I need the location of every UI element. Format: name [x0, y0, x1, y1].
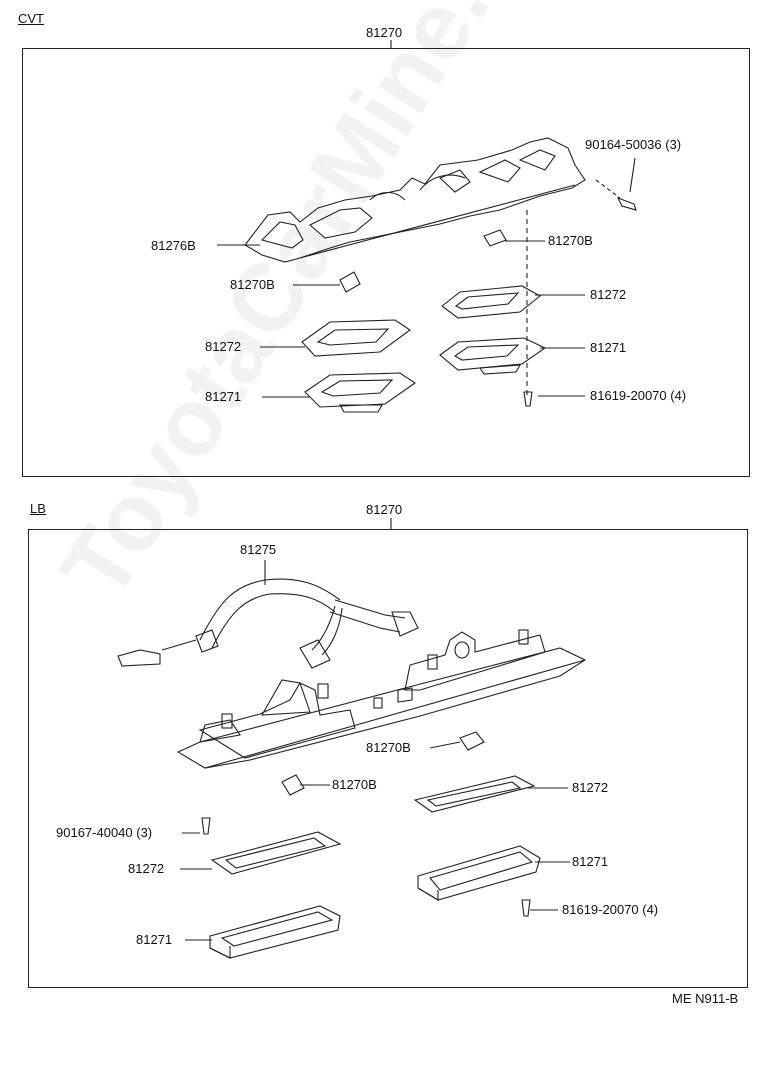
cvt-gasket-left — [301, 319, 411, 357]
lb-bulb-right — [459, 731, 485, 751]
lb-lens-left-label: 81271 — [136, 932, 173, 947]
cvt-gasket-right-label: 81272 — [590, 287, 627, 302]
cvt-bottom-screw — [523, 391, 533, 407]
cvt-gasket-left-label: 81272 — [205, 339, 242, 354]
lb-gasket-right-label: 81272 — [572, 780, 609, 795]
lb-lens-right-label: 81271 — [572, 854, 609, 869]
cvt-bulb-left — [339, 271, 361, 293]
cvt-lens-right — [439, 337, 547, 375]
lb-gasket-left — [210, 831, 342, 875]
lb-wire-harness — [117, 578, 419, 669]
cvt-section-title: CVT — [18, 11, 44, 26]
cvt-gasket-right — [441, 285, 541, 319]
cvt-panel — [22, 48, 750, 477]
cvt-lamp-housing — [244, 137, 586, 263]
lb-lens-left — [209, 905, 341, 959]
lb-lens-right — [417, 845, 541, 901]
lb-screw-right-label: 81619-20070 (4) — [562, 902, 659, 917]
lb-bulb-right-label: 81270B — [366, 740, 411, 755]
lb-gasket-right — [413, 775, 536, 813]
cvt-screw-bottom-label: 81619-20070 (4) — [590, 388, 687, 403]
cvt-screw-top-label: 90164-50036 (3) — [585, 137, 682, 152]
lb-assembly-number: 81270 — [366, 502, 403, 517]
lb-wire-label: 81275 — [240, 542, 277, 557]
cvt-lens-left-label: 81271 — [205, 389, 242, 404]
cvt-bulb-right — [483, 229, 507, 247]
lb-right-screw — [521, 899, 531, 917]
cvt-bulb-right-label: 81270B — [548, 233, 593, 248]
cvt-assembly-number: 81270 — [366, 25, 403, 40]
lb-left-screw — [201, 817, 211, 835]
cvt-lens-right-label: 81271 — [590, 340, 627, 355]
cvt-socket-label: 81276B — [151, 238, 196, 253]
lb-bulb-left-label: 81270B — [332, 777, 377, 792]
lb-bulb-left — [281, 774, 305, 796]
diagram-code: ME N911-B — [672, 991, 739, 1006]
lb-section-title: LB — [30, 501, 46, 516]
lb-panel — [28, 529, 748, 988]
lb-lamp-housing — [176, 629, 587, 769]
cvt-top-screw — [595, 179, 637, 211]
cvt-lens-left — [304, 372, 416, 413]
lb-gasket-left-label: 81272 — [128, 861, 165, 876]
lb-screw-left-label: 90167-40040 (3) — [56, 825, 153, 840]
cvt-bulb-left-label: 81270B — [230, 277, 275, 292]
